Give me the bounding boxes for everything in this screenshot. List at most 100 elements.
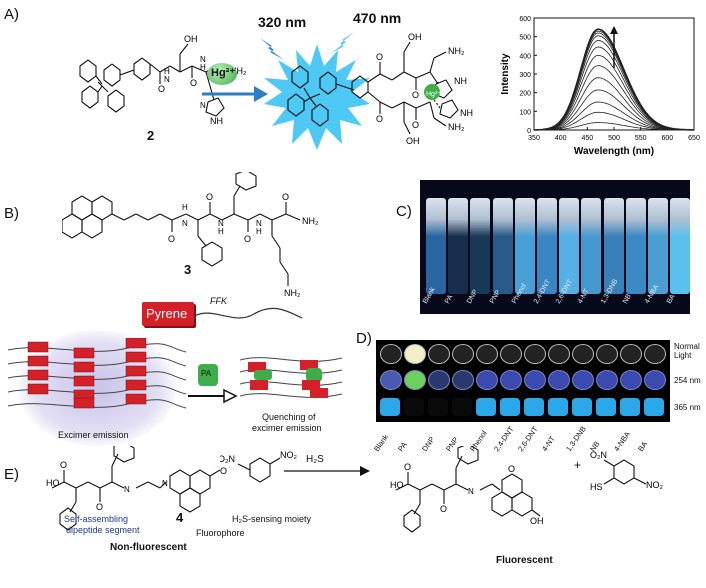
atom-nh: NH: [454, 76, 467, 86]
pyrene-label: Pyrene: [146, 306, 188, 321]
compound-2-number: 2: [147, 128, 155, 143]
well-365: [380, 398, 400, 416]
atom-o: O: [60, 460, 67, 470]
vial-label: NB: [621, 293, 633, 305]
y-axis-label: Intensity: [500, 53, 511, 95]
vial-label: DNP: [466, 288, 480, 305]
row-label-254: 254 nm: [674, 376, 701, 385]
vial-nb: [625, 198, 646, 294]
panel-label-b: B): [4, 205, 19, 222]
excitation-bolt: [260, 38, 284, 60]
x-tick-label: 400: [555, 135, 567, 142]
panel-label-a: A): [4, 6, 19, 23]
atom-nh: NH: [210, 116, 223, 126]
vial-2-4-dnt: [537, 198, 557, 294]
vial-label: BA: [666, 293, 677, 305]
no2-group: NO₂: [280, 450, 298, 460]
x-tick-label: 450: [581, 135, 593, 142]
atom-nh: NH: [460, 108, 473, 118]
atom-o: O: [96, 502, 103, 512]
well-254: [476, 370, 498, 390]
atom-nh2: NH₂: [230, 66, 247, 76]
well-254: [380, 370, 402, 390]
well-365: [404, 398, 424, 416]
well-normal: [596, 344, 618, 364]
atom-o: O: [158, 84, 165, 94]
pyrene-brick: [73, 361, 95, 373]
tpe-phenyl-4: [103, 63, 121, 87]
pyrene-brick: [125, 351, 147, 363]
well-365: [428, 398, 448, 416]
atom-h: H: [182, 203, 188, 212]
y-tick-label: 200: [519, 91, 531, 98]
reaction-arrow: [202, 86, 268, 102]
atom-n: N: [182, 219, 188, 228]
atom-n: N: [162, 479, 168, 488]
x-tick-label: 350: [528, 135, 540, 142]
pyrene-brick: [125, 365, 147, 377]
panel-label-e: E): [4, 466, 19, 483]
wellplate-photo-d: [376, 340, 670, 422]
pyrene-brick: [27, 369, 49, 381]
well-365: [596, 398, 616, 416]
plus-sign: +: [574, 458, 582, 472]
quench-caption-2: excimer emission: [252, 423, 322, 433]
well-254: [452, 370, 474, 390]
x-tick-label: 600: [661, 135, 673, 142]
tpe-phenyl-1: [79, 59, 97, 83]
well-254: [404, 370, 426, 390]
well-365: [572, 398, 592, 416]
atom-o: O: [404, 462, 411, 472]
panel-label-d: D): [356, 330, 372, 347]
fluorescent-label: Fluorescent: [496, 555, 553, 566]
x-tick-label: 500: [608, 135, 620, 142]
increase-arrowhead: [610, 26, 618, 34]
atom-o: O: [244, 234, 251, 244]
atom-o: O: [376, 114, 383, 124]
atom-nh2: NH₂: [448, 46, 465, 56]
emission-bolt: [330, 32, 354, 54]
atom-n: N: [218, 219, 224, 228]
vial-label: PA: [444, 293, 455, 305]
atom-h: H: [218, 227, 224, 236]
atom-nh2: NH₂: [284, 288, 301, 298]
pyrene-brick: [73, 397, 95, 409]
hg-complex-label: Hg²⁺: [426, 91, 441, 98]
panel-label-c: C): [396, 203, 412, 220]
quenched-assembly: [240, 357, 343, 398]
spectrum-line: [534, 65, 694, 131]
excimer-caption: Excimer emission: [58, 430, 129, 440]
atom-ho: HO: [390, 480, 404, 490]
atom-o: O: [220, 466, 227, 476]
well-254: [548, 370, 570, 390]
atom-o: O: [440, 504, 447, 514]
no2-group: O₂N: [220, 454, 235, 464]
well-365: [476, 398, 496, 416]
x-tick-label: 550: [635, 135, 647, 142]
svg-text:OH: OH: [184, 34, 198, 44]
pyrene-brick: [27, 383, 49, 395]
well-365: [452, 398, 472, 416]
pyrene-brick: [125, 379, 147, 391]
atom-n: N: [200, 101, 206, 110]
hg-center: [424, 84, 440, 100]
spectrum-line: [533, 77, 695, 131]
atom-o: O: [282, 192, 289, 202]
no2-group: O₂N: [590, 450, 607, 460]
well-254: [644, 370, 666, 390]
vial-label: 4-NBA: [643, 283, 661, 305]
y-tick-label: 400: [519, 53, 531, 60]
pyrene-brick: [125, 338, 147, 349]
fluorescent-product-structure: HO O O N O OH: [390, 446, 544, 533]
well-254: [572, 370, 594, 390]
well-365: [644, 398, 664, 416]
pyrene-brick: [73, 375, 95, 387]
row-label-normal-2: Light: [674, 351, 692, 360]
well-normal: [500, 344, 522, 364]
compound-4-number: 4: [176, 510, 184, 525]
pyrene-brick: [125, 393, 147, 405]
excitation-wavelength: 320 nm: [258, 14, 307, 30]
atom-oh: OH: [406, 136, 420, 146]
atom-n: N: [200, 55, 206, 64]
vial-1-3-dnb: [603, 198, 624, 294]
